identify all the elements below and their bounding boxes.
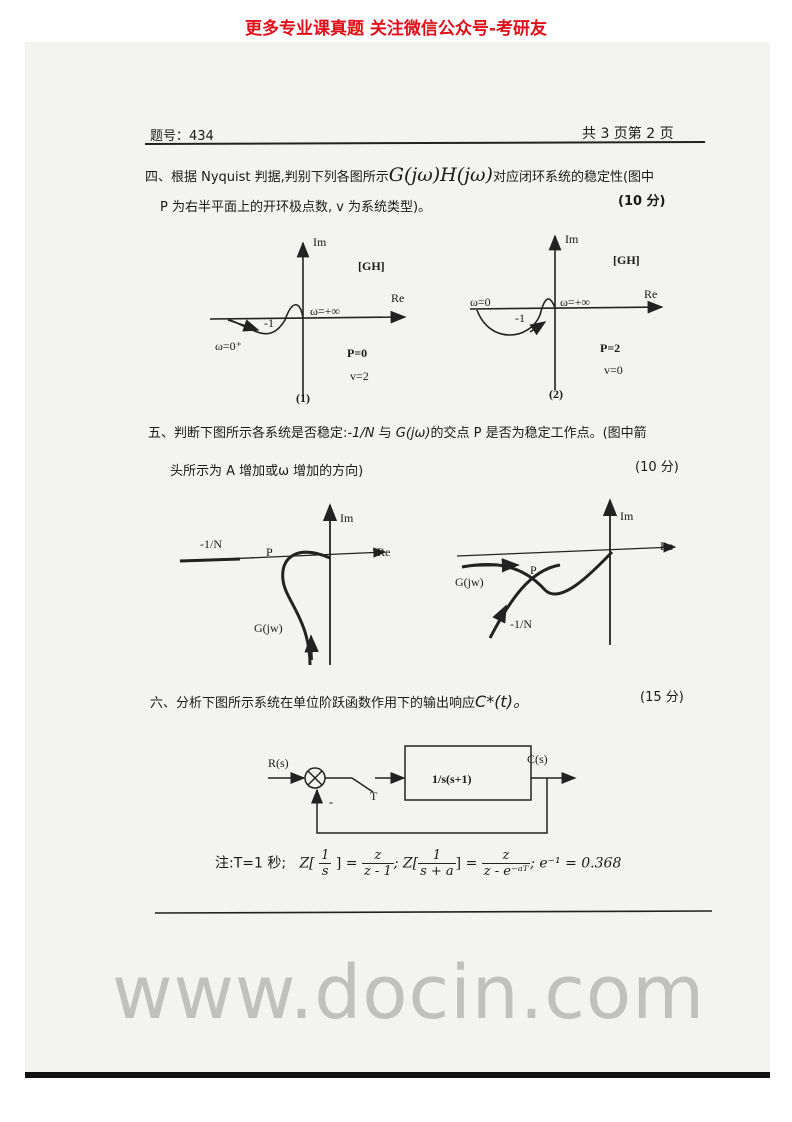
num: z (481, 848, 531, 864)
q4-text-post: 对应闭环系统的稳定性(图中 (492, 170, 655, 185)
num: 1 (418, 848, 456, 864)
note-z2: ; Z[ (393, 855, 419, 872)
note-prefix: 注:T=1 秒; (215, 855, 287, 872)
q5-text-mid: 与 (378, 426, 392, 441)
output-label: C(s) (527, 752, 548, 766)
watermark: www.docin.com (112, 950, 706, 1036)
fig1-p: P=0 (347, 346, 367, 360)
figa-n-label: -1/N (200, 537, 222, 551)
describing-function-figure-b (456, 498, 677, 645)
q4-line1: 四、根据 Nyquist 判据,判别下列各图所示G(jω)H(jω)对应闭环系统… (145, 164, 654, 186)
scanned-page (25, 42, 770, 1075)
q5-math-n: -1/N (347, 426, 375, 441)
feedback-minus: - (329, 795, 333, 809)
figa-im-label: Im (340, 511, 354, 525)
sampler-switch (351, 777, 374, 793)
figb-g-label: G(jw) (455, 575, 484, 589)
q5-line1: 五、判断下图所示各系统是否稳定:-1/N 与 G(jω)的交点 P 是否为稳定工… (148, 422, 647, 441)
figb-im-label: Im (620, 509, 634, 523)
describing-function-figure-a (179, 503, 387, 666)
figb-p-label: P (530, 563, 537, 577)
figa-p-label: P (266, 545, 273, 559)
fig1-re-label: Re (391, 291, 404, 305)
transfer-block (404, 745, 532, 801)
fig1-minus1: -1 (264, 316, 274, 330)
sampler-label: T (370, 789, 378, 803)
q5-text: 五、判断下图所示各系统是否稳定: (148, 426, 348, 441)
den: s (321, 864, 329, 879)
q5-text-post: 的交点 P 是否为稳定工作点。(图中箭 (430, 426, 647, 441)
scan-bottom-edge (25, 1072, 770, 1078)
q4-math: G(jω)H(jω) (388, 164, 493, 186)
input-label: R(s) (268, 756, 289, 770)
header-rule (144, 141, 706, 145)
exam-code: 题号：434 (150, 129, 214, 144)
nyquist-figure-2 (469, 234, 664, 390)
fig2-gh-label: [GH] (613, 253, 640, 267)
q4-text: 四、根据 Nyquist 判据,判别下列各图所示 (145, 170, 389, 185)
figa-g-label: G(jw) (254, 621, 283, 635)
fig2-minus1: -1 (515, 311, 525, 325)
fig2-w-inf: ω=+∞ (560, 295, 590, 309)
promo-banner: 更多专业课真题 关注微信公众号-考研友 (245, 19, 547, 39)
block-label: 1/s(s+1) (432, 772, 472, 786)
figb-n-label: -1/N (510, 617, 532, 631)
fig2-v: v=0 (604, 363, 623, 377)
figa-re-label: Re (377, 545, 390, 559)
q5-line2: 头所示为 A 增加或ω 增加的方向) (170, 464, 364, 479)
q4-line2: P 为右半平面上的开环极点数, v 为系统类型)。 (160, 200, 432, 215)
q4-score: (10 分) (618, 194, 666, 209)
q6-line1: 六、分析下图所示系统在单位阶跃函数作用下的输出响应C*(t)。 (150, 688, 529, 712)
fig1-gh-label: [GH] (358, 259, 385, 273)
fig2-im-label: Im (565, 232, 579, 246)
q6-text: 六、分析下图所示系统在单位阶跃函数作用下的输出响应 (150, 696, 476, 711)
fig2-caption: (2) (549, 387, 563, 401)
figb-re-label: Re (660, 539, 673, 553)
num: 1 (319, 848, 332, 864)
den: z - e⁻ᵃᵀ (483, 864, 529, 879)
note-eq2: ] = (455, 855, 478, 872)
page-count: 共 3 页第 2 页 (582, 126, 674, 142)
q5-math-g: G(jω) (395, 426, 431, 441)
fig2-p: P=2 (600, 341, 620, 355)
fig1-w-zero: ω=0⁺ (215, 339, 242, 353)
footer-rule (154, 910, 713, 914)
fig2-w-zero: ω=0 (470, 295, 491, 309)
fig1-im-label: Im (313, 235, 327, 249)
note-tail: ; e⁻¹ = 0.368 (530, 855, 622, 872)
den: s + a (420, 864, 454, 879)
nyquist-figure-1 (209, 241, 407, 395)
q6-math: C*(t)。 (475, 692, 529, 711)
fig1-v: v=2 (350, 369, 369, 383)
num: z (361, 848, 394, 864)
block-diagram (268, 745, 577, 834)
fig2-re-label: Re (644, 287, 657, 301)
fig1-w-inf: ω=+∞ (310, 304, 340, 318)
note-eq1: ] = (335, 855, 358, 872)
q5-score: (10 分) (635, 460, 679, 475)
den: z - 1 (363, 864, 392, 879)
q6-score: (15 分) (640, 690, 684, 705)
fig1-caption: (1) (296, 391, 310, 405)
note-z1: Z[ (299, 855, 315, 872)
